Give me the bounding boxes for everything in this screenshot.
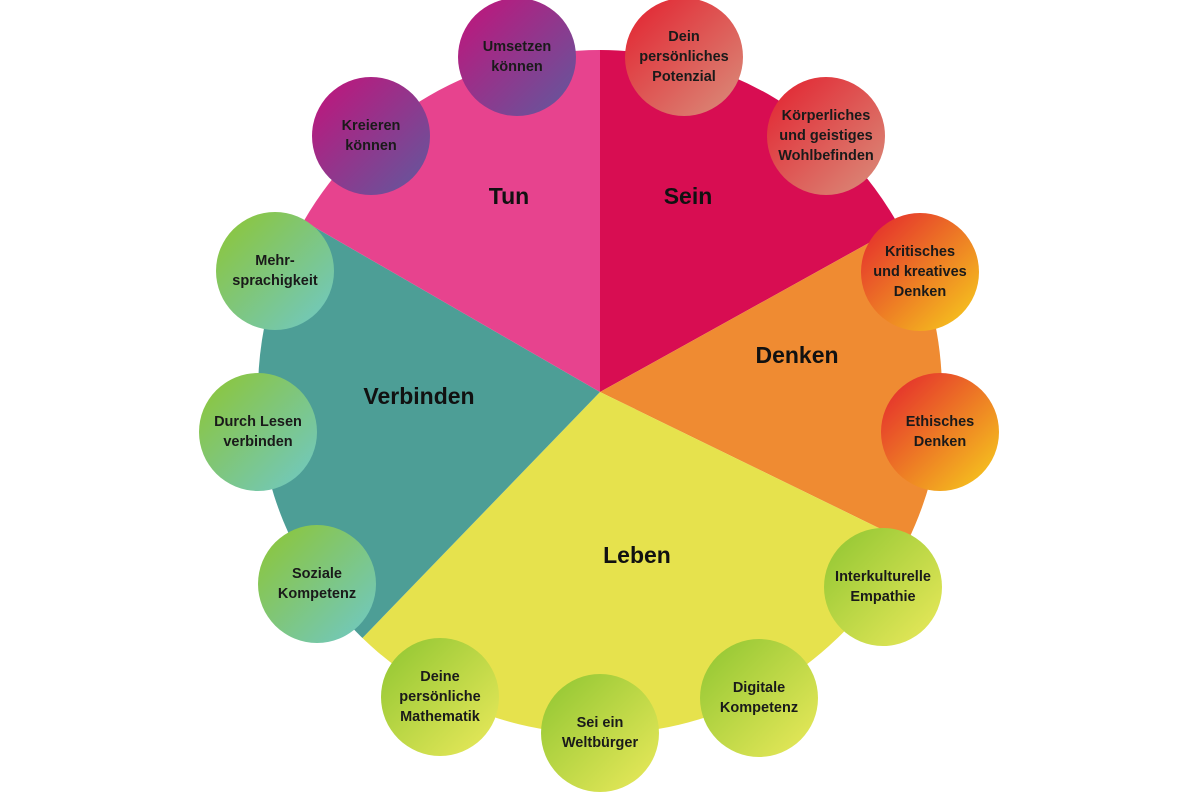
sector-label-leben: Leben [603,542,671,568]
competence-bubble-label: Durch Lesen verbinden [214,414,302,450]
competence-bubble: Umsetzen können [458,0,576,116]
competence-bubble-label: Interkulturelle Empathie [835,569,931,605]
competence-bubble: Kritisches und kreatives Denken [861,213,979,331]
competence-bubble-label: Dein persönliches Potenzial [639,29,729,85]
competence-bubble-label: Umsetzen können [482,39,552,75]
competence-bubble: Soziale Kompetenz [258,525,376,643]
sector-label-tun: Tun [489,183,529,209]
competence-bubble: Dein persönliches Potenzial [625,0,743,116]
competence-bubble: Sei ein Weltbürger [541,674,659,792]
competence-bubble: Kreieren können [312,77,430,195]
sector-label-denken: Denken [755,342,838,368]
competence-bubble-label: Ethisches Denken [905,414,975,450]
competence-bubble-label: Kritisches und kreatives Denken [873,244,967,300]
competence-bubble-label: Deine persönliche Mathematik [399,669,481,725]
competence-bubble-label: Soziale Kompetenz [277,566,357,602]
competence-bubble: Interkulturelle Empathie [824,528,942,646]
competence-bubble-label: Körperliches und geistiges Wohlbefinden [778,108,874,164]
competence-bubble: Mehr- sprachigkeit [216,212,334,330]
competence-bubble: Durch Lesen verbinden [199,373,317,491]
competence-bubble-label: Sei ein Weltbürger [561,715,639,751]
sector-label-verbinden: Verbinden [363,383,474,409]
sector-denken [600,226,942,542]
competence-bubble-label: Digitale Kompetenz [719,680,799,716]
competence-bubble: Ethisches Denken [881,373,999,491]
sector-label-sein: Sein [664,183,713,209]
competence-bubble-label: Kreieren können [341,118,401,154]
competence-bubble-label: Mehr- sprachigkeit [232,253,318,289]
competence-bubble: Körperliches und geistiges Wohlbefinden [767,77,885,195]
competence-bubble: Digitale Kompetenz [700,639,818,757]
competence-bubble: Deine persönliche Mathematik [381,638,499,756]
